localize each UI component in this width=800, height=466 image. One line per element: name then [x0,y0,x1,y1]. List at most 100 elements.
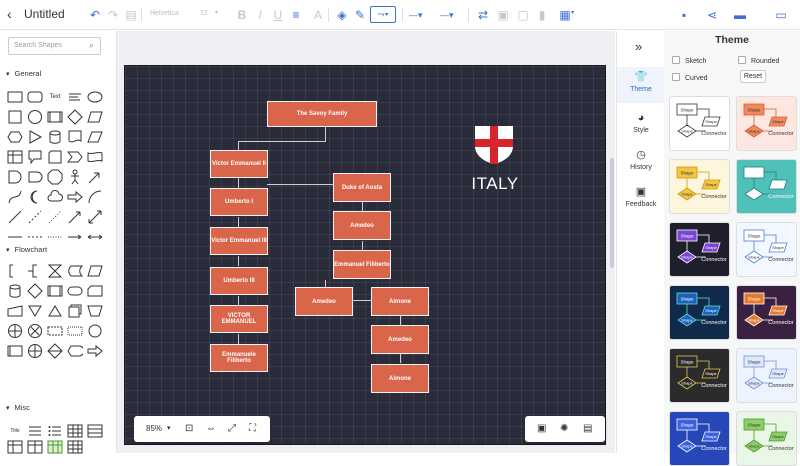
document-title[interactable]: Untitled [24,7,65,21]
summing-junction-shape-icon[interactable] [27,323,43,339]
group-icon[interactable]: ▣ [497,8,509,22]
lock-icon[interactable]: ▮ [538,8,546,22]
tree-node[interactable]: Aimone [371,287,429,316]
decision-shape-icon[interactable] [27,283,43,299]
bracket-shape-icon[interactable] [7,263,23,279]
table-icon[interactable]: ▦ [559,8,571,22]
tree-node[interactable]: Emmanuel Filiberto [333,250,391,279]
parallelogram-shape-icon[interactable] [87,109,103,125]
arrange-icon[interactable]: ⇄ [477,8,489,22]
stored-data-shape-icon[interactable] [67,263,84,279]
keyboard-icon[interactable]: ▤ [583,423,593,434]
card-flow-shape-icon[interactable] [87,283,103,299]
line-shape-icon[interactable] [7,209,23,225]
list-shape-icon[interactable] [27,423,43,439]
bold-icon[interactable]: B [237,8,247,22]
curve-shape-icon[interactable] [7,189,23,205]
text-shape-icon[interactable]: Text [49,94,61,100]
cloud-shape-icon[interactable] [47,189,63,205]
card-shape-icon[interactable] [47,149,63,165]
tree-node[interactable]: Amedeo [295,287,353,316]
square-shape-icon[interactable] [7,109,23,125]
horizontal-dotted-shape-icon[interactable] [47,229,63,245]
and-gate-shape-icon[interactable] [7,169,23,185]
connector-circle-shape-icon[interactable] [87,323,103,339]
triangle-shape-icon[interactable] [27,129,43,145]
tree-node[interactable]: VICTOR EMMANUEL [210,305,268,333]
tree-node[interactable]: Umberto I [210,188,268,216]
font-color-icon[interactable]: A [313,8,322,22]
line-width-select[interactable]: —▾ [440,10,454,20]
process-shape-icon[interactable] [47,109,63,125]
manual-operation-shape-icon[interactable] [87,303,103,319]
fit-width-icon[interactable]: ⇔ [206,423,216,434]
annotation-shape-icon[interactable] [27,263,43,279]
sort-shape-icon[interactable] [47,343,63,359]
merge-shape-icon[interactable] [27,303,43,319]
sketch-checkbox[interactable]: Sketch [672,56,706,65]
heading-shape-icon[interactable] [67,89,83,105]
extract-shape-icon[interactable] [47,303,63,319]
arrow-line-shape-icon[interactable] [67,209,83,225]
tree-node[interactable]: Victor Emmanuel III [210,227,268,255]
vertical-scrollbar[interactable] [610,158,614,268]
table-shape-icon[interactable] [7,149,23,165]
actor-shape-icon[interactable] [67,169,83,185]
search-shapes-input[interactable]: Search Shapes [8,37,101,55]
title-shape-icon[interactable]: Title [10,428,20,434]
rectangle-shape-icon[interactable] [7,89,23,105]
cylinder-shape-icon[interactable] [47,129,63,145]
tree-node[interactable]: Umberto III [210,267,268,295]
bulb-icon[interactable]: ✺ [560,423,569,434]
horizontal-line-shape-icon[interactable] [7,229,23,245]
diamond-shape-icon[interactable] [67,109,83,125]
section-general[interactable]: General [6,69,42,78]
country-label[interactable]: ITALY [471,174,519,193]
reset-button[interactable]: Reset [740,70,766,83]
present-icon[interactable]: ▭ [775,8,787,22]
tab-theme[interactable]: 👕 Theme [617,67,665,103]
off-page-shape-icon[interactable] [7,343,23,359]
callout-shape-icon[interactable] [27,149,43,165]
tree-node[interactable]: Amedeo [371,325,429,354]
crosshair-shape-icon[interactable] [27,343,43,359]
terminator-shape-icon[interactable] [67,283,83,299]
rounded-checkbox[interactable]: Rounded [738,56,779,65]
tape-shape-icon[interactable] [87,149,103,165]
horizontal-double-arrow-shape-icon[interactable] [87,229,103,245]
format-painter-icon[interactable]: ▤ [125,8,137,22]
save-icon[interactable]: ▪ [681,8,687,22]
tab-style[interactable]: ◕ Style [617,108,665,144]
align-icon[interactable]: ≡ [292,8,300,22]
arc-shape-icon[interactable] [87,189,103,205]
hexagon-shape-icon[interactable] [7,129,23,145]
table-header-shape-icon[interactable] [87,423,103,439]
connector-style-button[interactable]: ⤳▾ [370,6,396,23]
fill-color-icon[interactable]: ◈ [337,8,347,22]
arrow-shape-icon[interactable] [87,169,103,185]
share-icon[interactable]: ⋖ [706,8,718,22]
horizontal-dashed-shape-icon[interactable] [27,229,43,245]
line-style-select[interactable]: —▾ [409,10,423,20]
italic-icon[interactable]: I [258,8,262,22]
or-shape-icon[interactable] [7,323,23,339]
arrow-right-shape-icon[interactable] [67,189,83,205]
moon-shape-icon[interactable] [27,189,43,205]
dashed-rect-shape-icon[interactable] [47,323,63,339]
io-shape-icon[interactable] [87,263,103,279]
search-icon[interactable]: ⌕ [89,40,95,50]
dotted-rect-shape-icon[interactable] [67,323,83,339]
font-family-select[interactable]: Helvetica [150,10,179,17]
double-arrow-shape-icon[interactable] [87,209,103,225]
diagram-canvas[interactable]: The Savoy Family Victor Emmanuel II Umbe… [124,65,606,445]
